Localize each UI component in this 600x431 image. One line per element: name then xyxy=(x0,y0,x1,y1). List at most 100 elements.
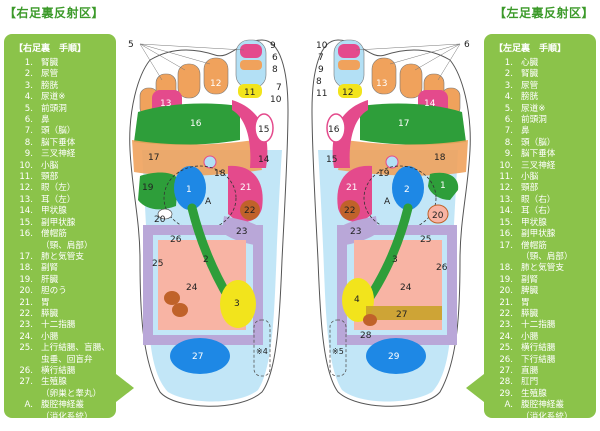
legend-item: 7.頭（脳） xyxy=(24,126,76,137)
zone-28 xyxy=(363,314,377,326)
legend-item: 27.生殖腺 xyxy=(19,377,67,388)
toe-3 xyxy=(177,63,201,99)
label-21: 21 xyxy=(346,183,357,193)
zone-2 xyxy=(392,166,424,210)
left-foot xyxy=(311,39,471,407)
legend-item: 26.横行結腸 xyxy=(19,365,76,376)
right-foot-legend-list: 1.腎臓 2.尿管 3.膀胱 4.尿道※ 5.前頭洞 6.鼻 7.頭（脳） 8.… xyxy=(4,58,116,423)
leader-line xyxy=(139,43,211,65)
zone-16 xyxy=(134,103,240,145)
left-foot-legend-panel: 【左足裏 手順】 1.心臓 2.腎臓 3.尿管 4.膀胱 5.尿道※ 6.前頭洞… xyxy=(484,34,596,422)
legend-item: 16.僧帽筋 xyxy=(19,229,67,240)
label-7: 7 xyxy=(318,53,324,63)
legend-item: 20.胆のう xyxy=(19,286,67,297)
label-12: 12 xyxy=(342,88,353,98)
label-19: 19 xyxy=(378,169,390,179)
right-foot-legend-title: 【右足裏 手順】 xyxy=(14,44,87,54)
left-foot-labels: 10 6 7 9 8 11 12 13 14 17 16 15 18 19 1 … xyxy=(316,40,470,362)
label-2: 2 xyxy=(404,185,410,195)
legend-item: 2.尿管 xyxy=(24,69,59,80)
zone-3 xyxy=(220,280,256,328)
leader-line xyxy=(414,43,461,71)
label-12: 12 xyxy=(210,79,221,89)
label-10: 10 xyxy=(270,95,282,105)
label-18: 18 xyxy=(214,169,226,179)
legend-item: 8.頭（脳） xyxy=(504,137,556,148)
zone-14 xyxy=(232,100,268,168)
label-23: 23 xyxy=(350,227,361,237)
label-4: 4 xyxy=(354,295,360,305)
toe-2 xyxy=(371,57,397,95)
left-foot-legend-list: 1.心臓 2.腎臓 3.尿管 4.膀胱 5.尿道※ 6.前頭洞 7.鼻 8.頭（… xyxy=(484,58,596,423)
legend-item: A.腹腔神経叢 xyxy=(504,400,564,411)
right-foot-labels: 5 9 6 8 7 10 11 12 13 16 15 14 17 18 19 … xyxy=(128,40,282,362)
legend-item: 21.胃 xyxy=(19,297,50,308)
zone-19 xyxy=(385,155,399,169)
legend-item: 24.小腸 xyxy=(499,331,539,342)
leader-line xyxy=(139,43,163,81)
label-14: 14 xyxy=(258,155,270,165)
zone-15 xyxy=(332,100,368,168)
zone-8 xyxy=(240,60,262,70)
legend-item: 16.副甲状腺 xyxy=(499,229,556,240)
label-24: 24 xyxy=(186,283,198,293)
label-17: 17 xyxy=(148,153,159,163)
zone-9 xyxy=(338,60,360,70)
zone-5 xyxy=(329,319,347,377)
label-5: 5 xyxy=(128,40,134,50)
zone-16 xyxy=(326,113,346,143)
zone-22 xyxy=(240,200,260,220)
zone-A xyxy=(163,165,237,231)
legend-item: 6.前頭洞 xyxy=(504,115,547,126)
legend-item-sub: （頸、肩部） xyxy=(521,251,573,262)
label-25: 25 xyxy=(152,259,163,269)
ovary-dot xyxy=(172,303,188,317)
label-2: 2 xyxy=(203,255,209,265)
legend-item: 15.甲状腺 xyxy=(499,217,547,228)
left-foot-title: 【左足裏反射区】 xyxy=(493,6,594,20)
label-9: 9 xyxy=(270,41,276,51)
zone-1 xyxy=(174,166,206,210)
legend-item: 18.肺と気管支 xyxy=(499,263,564,274)
legend-item: 23.十二指腸 xyxy=(19,320,76,331)
zone-18 xyxy=(203,155,217,169)
toe-3 xyxy=(399,63,423,99)
legend-item: 12.眼（左） xyxy=(19,183,76,194)
label-18: 18 xyxy=(434,153,446,163)
zone-6 xyxy=(338,44,360,58)
legend-item: 10.小脳 xyxy=(19,160,59,171)
label-8: 8 xyxy=(272,65,278,75)
label-27: 27 xyxy=(396,310,407,320)
legend-item: 3.尿管 xyxy=(504,80,539,91)
label-15: 15 xyxy=(326,155,337,165)
left-foot-legend-title: 【左足裏 手順】 xyxy=(494,44,567,54)
legend-item: 18.副腎 xyxy=(19,263,59,274)
legend-item: 14.甲状腺 xyxy=(19,206,67,217)
leader-line xyxy=(139,43,186,71)
legend-item: 6.鼻 xyxy=(24,115,50,126)
label-21: 21 xyxy=(240,183,251,193)
legend-item: 9.三叉神経 xyxy=(24,149,76,160)
zone-27 xyxy=(366,306,442,320)
label-4: ※4 xyxy=(256,347,268,356)
legend-item: 11.頸部 xyxy=(19,172,59,183)
legend-item-sub: （頸、肩部） xyxy=(41,240,93,251)
right-foot xyxy=(129,39,289,407)
label-6: 6 xyxy=(464,40,470,50)
label-3: 3 xyxy=(234,299,240,309)
label-6: 6 xyxy=(272,53,278,63)
legend-item: 4.尿道※ xyxy=(24,92,66,103)
label-5: ※5 xyxy=(332,347,344,356)
label-A: A xyxy=(384,197,391,207)
legend-item: 1.腎臓 xyxy=(24,58,59,68)
label-16: 16 xyxy=(190,119,202,129)
label-16: 16 xyxy=(328,125,340,135)
zone-17 xyxy=(360,103,466,145)
legend-item: 11.小脳 xyxy=(499,172,539,183)
legend-item: 17.僧帽筋 xyxy=(499,240,547,251)
label-8: 8 xyxy=(316,77,322,87)
leader-line xyxy=(437,43,461,81)
legend-item: 13.眼（右） xyxy=(499,194,556,205)
